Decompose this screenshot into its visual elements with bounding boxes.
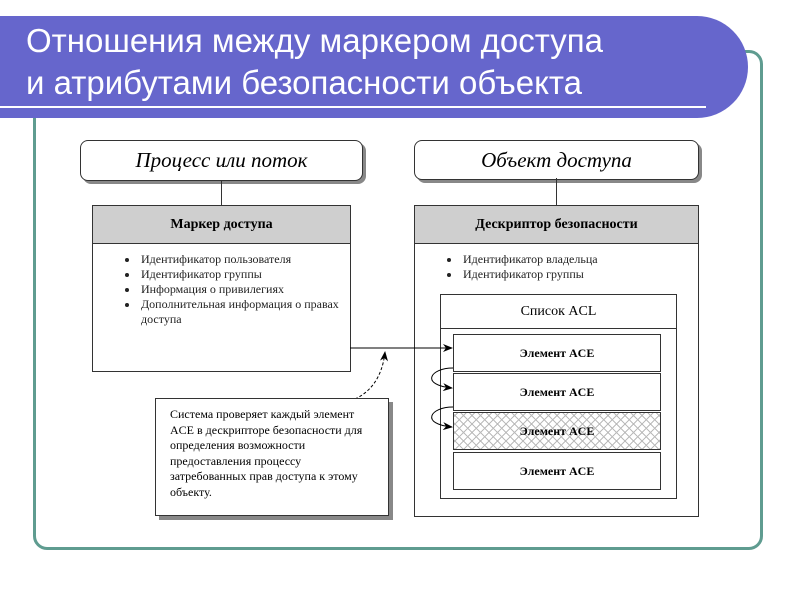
object-label: Объект доступа <box>481 148 632 172</box>
ace-entry: Элемент ACE <box>453 452 661 490</box>
ace-entry: Элемент ACE <box>453 334 661 372</box>
slide-title: Отношения между маркером доступа и атриб… <box>26 20 603 104</box>
acl-header: Список ACL <box>441 295 676 329</box>
list-item: Идентификатор группы <box>139 267 350 282</box>
access-token-box: Маркер доступа Идентификатор пользовател… <box>92 205 351 372</box>
list-item: Идентификатор группы <box>461 267 698 282</box>
connector-line <box>556 178 557 205</box>
process-label: Процесс или поток <box>135 148 308 172</box>
security-descriptor-header: Дескриптор безопасности <box>415 206 698 244</box>
list-item: Идентификатор владельца <box>461 252 698 267</box>
list-item: Идентификатор пользователя <box>139 252 350 267</box>
note-callout: Система проверяет каждый элемент ACE в д… <box>155 398 389 516</box>
process-box: Процесс или поток <box>80 140 363 181</box>
access-token-header: Маркер доступа <box>93 206 350 244</box>
title-banner <box>0 16 748 118</box>
object-box: Объект доступа <box>414 140 699 180</box>
title-line-2: и атрибутами безопасности объекта <box>26 64 583 101</box>
acl-box: Список ACL Элемент ACE Элемент ACE Элеме… <box>440 294 677 499</box>
security-descriptor-box: Дескриптор безопасности Идентификатор вл… <box>414 205 699 517</box>
connector-line <box>221 180 222 205</box>
security-descriptor-list: Идентификатор владельца Идентификатор гр… <box>415 252 698 282</box>
ace-next-arrow <box>431 406 454 431</box>
note-pointer-arrow <box>354 351 389 400</box>
list-item: Дополнительная информация о правах досту… <box>139 297 350 327</box>
access-token-list: Идентификатор пользователя Идентификатор… <box>93 252 350 327</box>
ace-entry-highlighted: Элемент ACE <box>453 412 661 450</box>
note-text: Система проверяет каждый элемент ACE в д… <box>170 407 363 499</box>
title-underline <box>0 106 706 108</box>
ace-entry: Элемент ACE <box>453 373 661 411</box>
ace-next-arrow <box>431 367 454 392</box>
list-item: Информация о привилегиях <box>139 282 350 297</box>
title-line-1: Отношения между маркером доступа <box>26 22 603 59</box>
